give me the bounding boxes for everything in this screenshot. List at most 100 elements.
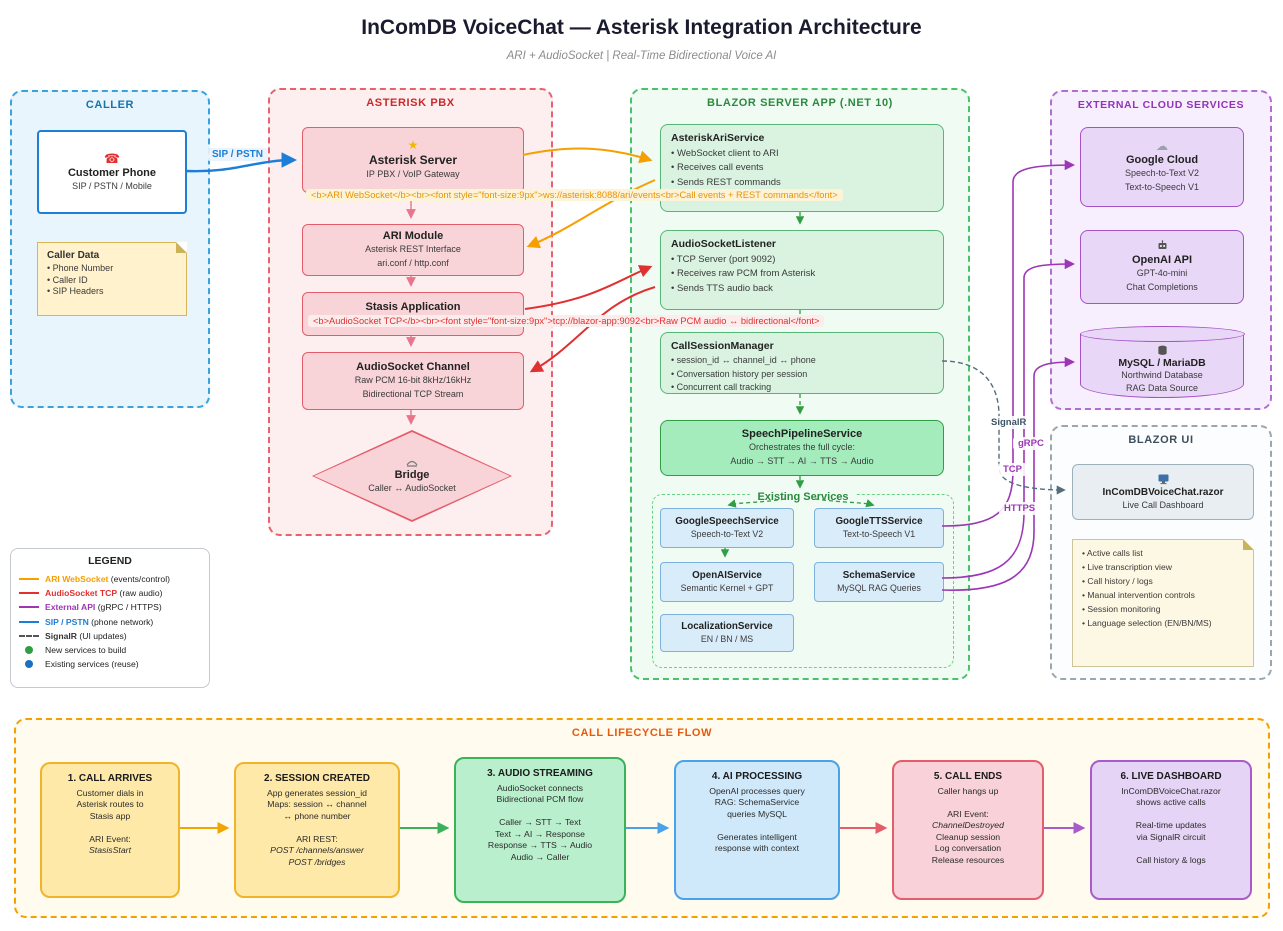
lifecycle-step-4: 4. AI PROCESSING OpenAI processes query …	[674, 760, 840, 900]
call-session-manager-node: CallSessionManager • session_id ↔ channe…	[660, 332, 944, 394]
call-session-manager-line: • Conversation history per session	[671, 368, 808, 379]
legend-label: SignalR (UI updates)	[45, 630, 127, 641]
asterisk-ari-service-line: • Receives call events	[671, 162, 764, 174]
database-icon	[1157, 345, 1167, 355]
blazor-app-container: BLAZOR SERVER APP (.NET 10) AsteriskAriS…	[630, 88, 970, 680]
dashboard-feature-line: • Manual intervention controls	[1082, 589, 1195, 600]
google-cloud-line: Speech-to-Text V2	[1124, 168, 1200, 179]
call-session-manager-line: • session_id ↔ channel_id ↔ phone	[671, 355, 816, 365]
legend-label: ARI WebSocket (events/control)	[45, 574, 170, 585]
lifecycle-step-title: 5. CALL ENDS	[933, 771, 1003, 782]
asterisk-pbx-container: ASTERISK PBX ★ Asterisk Server IP PBX / …	[268, 88, 553, 536]
caller-data-title: Caller Data	[47, 250, 100, 261]
google-cloud-title: Google Cloud	[1125, 154, 1199, 167]
bridge-node: Bridge Caller ↔ AudioSocket	[312, 430, 512, 522]
ari-module-title: ARI Module	[382, 230, 444, 243]
bridge-icon	[406, 461, 418, 467]
asterisk-server-subtitle: IP PBX / VoIP Gateway	[366, 169, 460, 180]
audiosocket-listener-line: • TCP Server (port 9092)	[671, 254, 776, 265]
lifecycle-step-em: POST /channels/answer POST /bridges	[270, 845, 364, 867]
asterisk-ari-service-line: • WebSocket client to ARI	[671, 148, 779, 159]
ari-module-line: Asterisk REST Interface	[365, 244, 461, 255]
ari-websocket-label: <b>ARI WebSocket</b><br><font style="fon…	[306, 189, 843, 201]
legend-label: External API (gRPC / HTTPS)	[45, 602, 162, 613]
dashboard-feature-line: • Active calls list	[1082, 548, 1143, 558]
lifecycle-step-title: 1. CALL ARRIVES	[67, 773, 153, 784]
legend-label: AudioSocket TCP (raw audio)	[45, 588, 163, 599]
google-speech-service-line: Speech-to-Text V2	[690, 528, 764, 539]
asterisk-ari-service-line: • Sends REST commands	[671, 176, 781, 188]
lifecycle-title: CALL LIFECYCLE FLOW	[571, 727, 713, 739]
legend-line-swatch	[19, 620, 39, 623]
localization-service-node: LocalizationService EN / BN / MS	[660, 614, 794, 652]
audiosocket-channel-line: Bidirectional TCP Stream	[362, 389, 464, 399]
google-tts-service-line: Text-to-Speech V1	[842, 528, 916, 539]
lifecycle-step-body: Customer dials in Asterisk routes to Sta…	[76, 788, 144, 844]
legend-dashed-swatch	[19, 634, 39, 637]
legend-line-swatch	[19, 606, 39, 609]
audiosocket-listener-title: AudioSocketListener	[671, 238, 777, 250]
legend-dot-swatch	[25, 660, 33, 669]
legend-title: LEGEND	[88, 555, 132, 567]
openai-service-title: OpenAIService	[692, 569, 762, 581]
openai-api-line: GPT-4o-mini	[1136, 268, 1188, 279]
dashboard-feature-line: • Live transcription view	[1082, 561, 1172, 572]
legend-line-swatch	[19, 592, 39, 595]
lifecycle-step-title: 3. AUDIO STREAMING	[487, 768, 593, 779]
legend-item: ARI WebSocket (events/control)	[19, 572, 201, 586]
legend-item: SignalR (UI updates)	[19, 629, 201, 643]
audiosocket-channel-title: AudioSocket Channel	[356, 361, 470, 374]
caller-data-line: • Phone Number	[47, 263, 114, 273]
tcp-label: TCP	[998, 463, 1027, 476]
ari-module-line: ari.conf / http.conf	[377, 258, 449, 268]
lifecycle-step-body: App generates session_id Maps: session ↔…	[267, 788, 367, 844]
razor-dashboard-node: InComDBVoiceChat.razor Live Call Dashboa…	[1072, 464, 1254, 520]
google-tts-service-node: GoogleTTSService Text-to-Speech V1	[814, 508, 944, 548]
lifecycle-step-1: 1. CALL ARRIVES Customer dials in Asteri…	[40, 762, 180, 898]
phone-icon: ☎	[103, 150, 121, 166]
openai-service-line: Semantic Kernel + GPT	[680, 582, 774, 593]
mysql-title: MySQL / MariaDB	[1118, 356, 1206, 369]
mysql-line: RAG Data Source	[1125, 382, 1199, 393]
openai-api-title: OpenAI API	[1131, 254, 1193, 267]
legend-label: Existing services (reuse)	[45, 659, 139, 670]
caller-data-note: Caller Data • Phone Number • Caller ID •…	[37, 242, 187, 316]
grpc-label: gRPC	[1013, 437, 1049, 450]
speech-pipeline-service-node: SpeechPipelineService Orchestrates the f…	[660, 420, 944, 476]
https-label: HTTPS	[999, 502, 1041, 515]
openai-service-node: OpenAIService Semantic Kernel + GPT	[660, 562, 794, 602]
lifecycle-step-2: 2. SESSION CREATED App generates session…	[234, 762, 400, 898]
audiosocket-listener-line: • Sends TTS audio back	[671, 282, 773, 294]
asterisk-ari-service-title: AsteriskAriService	[671, 132, 765, 144]
ari-module-node: ARI Module Asterisk REST Interface ari.c…	[302, 224, 524, 276]
blazor-app-title: BLAZOR SERVER APP (.NET 10)	[707, 97, 893, 109]
razor-dashboard-title: InComDBVoiceChat.razor	[1102, 486, 1224, 498]
page-subtitle: ARI + AudioSocket | Real-Time Bidirectio…	[506, 50, 777, 62]
audiosocket-tcp-label: <b>AudioSocket TCP</b><br><font style="f…	[308, 315, 825, 327]
legend-item: AudioSocket TCP (raw audio)	[19, 586, 201, 600]
audiosocket-listener-node: AudioSocketListener • TCP Server (port 9…	[660, 230, 944, 310]
lifecycle-step-3: 3. AUDIO STREAMING AudioSocket connects …	[454, 757, 626, 903]
speech-pipeline-service-title: SpeechPipelineService	[741, 428, 863, 441]
lifecycle-step-title: 4. AI PROCESSING	[711, 771, 803, 782]
signalr-label: SignalR	[986, 416, 1032, 429]
sip-pstn-label: SIP / PSTN	[207, 148, 268, 161]
asterisk-pbx-title: ASTERISK PBX	[366, 97, 455, 109]
google-speech-service-title: GoogleSpeechService	[675, 515, 779, 527]
external-cloud-container: EXTERNAL CLOUD SERVICES ☁ Google Cloud S…	[1050, 90, 1272, 410]
external-cloud-title: EXTERNAL CLOUD SERVICES	[1077, 99, 1245, 111]
cloud-icon: ☁	[1156, 139, 1168, 154]
audiosocket-listener-line: • Receives raw PCM from Asterisk	[671, 268, 816, 280]
google-tts-service-title: GoogleTTSService	[835, 515, 923, 527]
legend-label: New services to build	[45, 645, 127, 656]
lifecycle-step-em: ChannelDestroyed	[932, 820, 1004, 831]
dashboard-feature-line: • Session monitoring	[1082, 603, 1161, 614]
legend-label: SIP / PSTN (phone network)	[45, 616, 154, 627]
legend: LEGEND ARI WebSocket (events/control) Au…	[10, 548, 210, 688]
robot-icon	[1158, 240, 1166, 250]
caller-title: CALLER	[85, 99, 135, 111]
legend-item: Existing services (reuse)	[19, 657, 201, 671]
lifecycle-step-body: OpenAI processes query RAG: SchemaServic…	[709, 786, 805, 854]
schema-service-title: SchemaService	[842, 569, 916, 581]
